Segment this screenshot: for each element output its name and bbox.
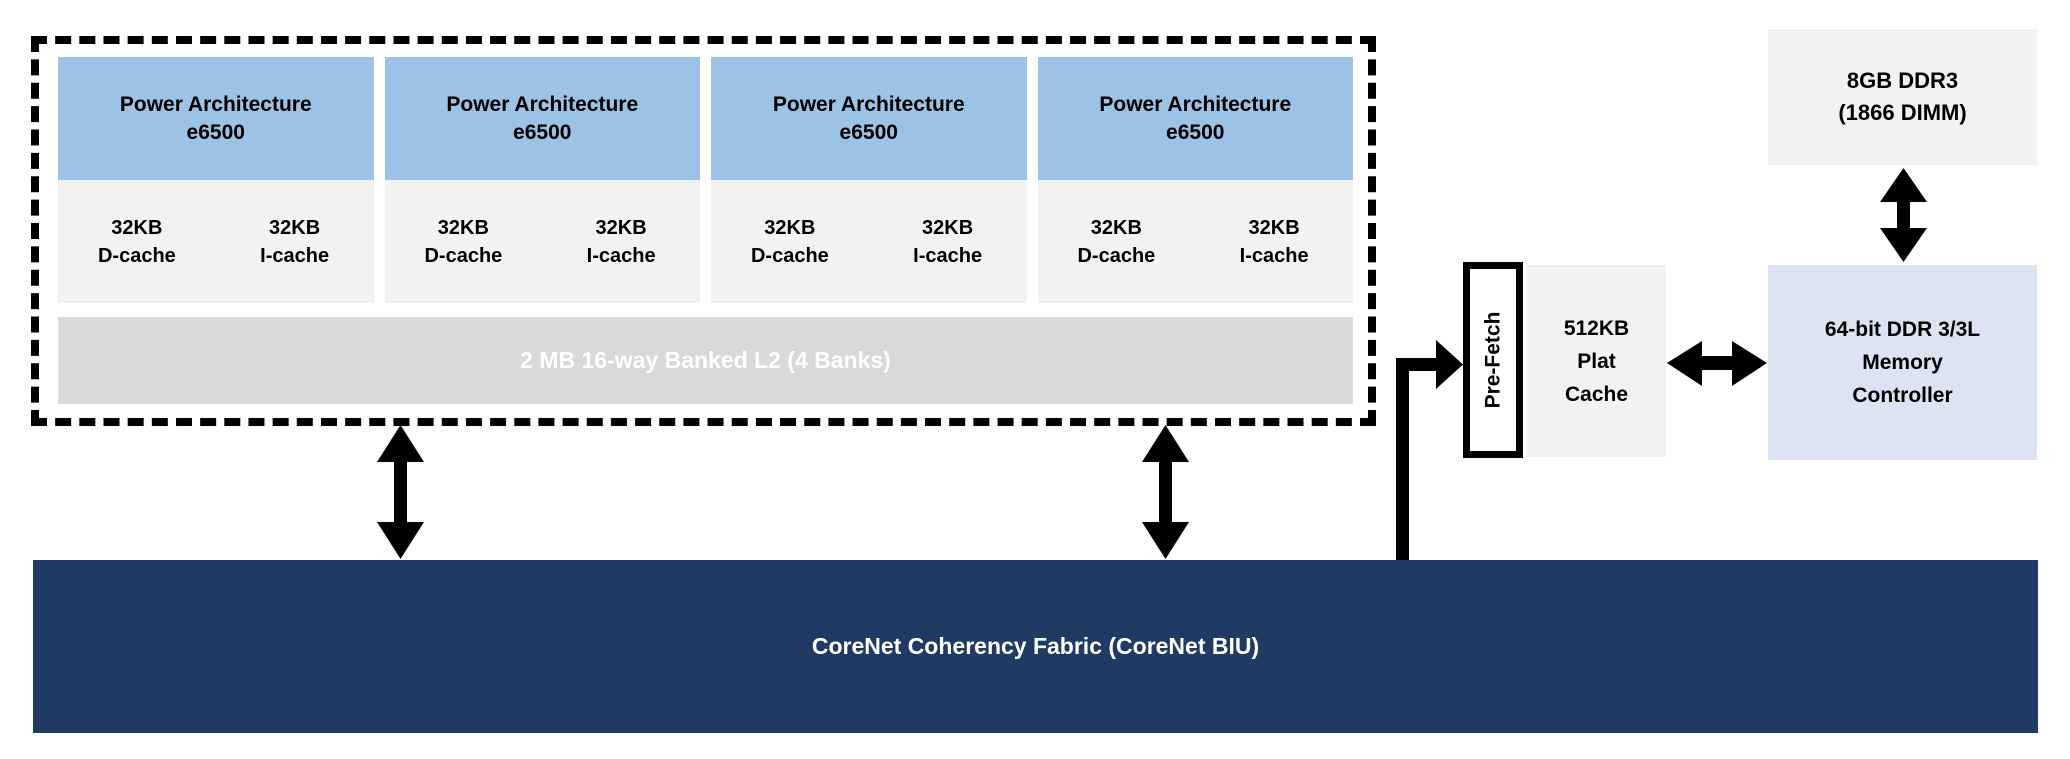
- memctrl-line2: Memory: [1862, 351, 1943, 374]
- prefetch-label: Pre-Fetch: [1481, 311, 1505, 409]
- core-caches: 32KB D-cache 32KB I-cache: [711, 180, 1027, 303]
- core-block: Power Architecture e6500 32KB D-cache 32…: [1037, 57, 1353, 303]
- arrow-cluster-fabric-left: [377, 425, 424, 559]
- core-title-line1: Power Architecture: [446, 92, 639, 116]
- icache-label: I-cache: [913, 244, 983, 267]
- icache-size: 32KB: [595, 216, 647, 239]
- core-block: Power Architecture e6500 32KB D-cache 32…: [384, 57, 700, 303]
- dcache-label: D-cache: [424, 244, 503, 267]
- core-cluster-dashed-border: [31, 36, 1376, 426]
- core-caches: 32KB D-cache 32KB I-cache: [58, 180, 374, 303]
- core-caches: 32KB D-cache 32KB I-cache: [1037, 180, 1353, 303]
- plat-cache-line2: Plat: [1577, 349, 1616, 373]
- memory-controller-box: 64-bit DDR 3/3L Memory Controller: [1768, 265, 2037, 460]
- core-title-line2: e6500: [839, 120, 898, 144]
- corenet-fabric-label: CoreNet Coherency Fabric (CoreNet BIU): [811, 633, 1260, 659]
- core-title: Power Architecture e6500: [711, 57, 1027, 180]
- core-title: Power Architecture e6500: [1037, 57, 1353, 180]
- icache-cell: 32KB I-cache: [542, 214, 700, 270]
- core-title-line1: Power Architecture: [1099, 92, 1292, 116]
- dcache-label: D-cache: [1077, 244, 1156, 267]
- arrow-cluster-fabric-right: [1142, 425, 1189, 559]
- core-caches: 32KB D-cache 32KB I-cache: [384, 180, 700, 303]
- icache-label: I-cache: [1239, 244, 1309, 267]
- plat-cache-size: 512KB: [1563, 316, 1630, 340]
- dcache-size: 32KB: [764, 216, 816, 239]
- dcache-cell: 32KB D-cache: [58, 214, 216, 270]
- core-title: Power Architecture e6500: [58, 57, 374, 180]
- connector-fabric-prefetch: [1396, 340, 1463, 560]
- corenet-fabric-bar: CoreNet Coherency Fabric (CoreNet BIU): [33, 560, 2038, 733]
- icache-size: 32KB: [922, 216, 974, 239]
- memctrl-line3: Controller: [1852, 384, 1953, 407]
- dram-box: 8GB DDR3 (1866 DIMM): [1768, 29, 2037, 165]
- dcache-label: D-cache: [97, 244, 176, 267]
- icache-label: I-cache: [586, 244, 656, 267]
- icache-cell: 32KB I-cache: [869, 214, 1027, 270]
- dcache-cell: 32KB D-cache: [385, 214, 543, 270]
- dcache-size: 32KB: [437, 216, 489, 239]
- icache-size: 32KB: [269, 216, 321, 239]
- plat-cache-line3: Cache: [1564, 382, 1629, 406]
- core-title-line2: e6500: [513, 120, 572, 144]
- dcache-cell: 32KB D-cache: [711, 214, 869, 270]
- dcache-cell: 32KB D-cache: [1038, 214, 1196, 270]
- core-title-line2: e6500: [1166, 120, 1225, 144]
- core-title-line1: Power Architecture: [119, 92, 312, 116]
- l2-cache-label: 2 MB 16-way Banked L2 (4 Banks): [520, 347, 891, 373]
- prefetch-box: Pre-Fetch: [1463, 262, 1523, 458]
- dcache-size: 32KB: [1090, 216, 1142, 239]
- icache-cell: 32KB I-cache: [216, 214, 374, 270]
- core-title-line1: Power Architecture: [772, 92, 965, 116]
- icache-size: 32KB: [1248, 216, 1300, 239]
- cores-row: Power Architecture e6500 32KB D-cache 32…: [58, 57, 1353, 303]
- icache-label: I-cache: [260, 244, 330, 267]
- dram-line1: 8GB DDR3: [1846, 68, 1959, 93]
- core-title-line2: e6500: [186, 120, 245, 144]
- dcache-label: D-cache: [750, 244, 829, 267]
- core-block: Power Architecture e6500 32KB D-cache 32…: [711, 57, 1027, 303]
- icache-cell: 32KB I-cache: [1195, 214, 1353, 270]
- arrow-platcache-memctrl: [1667, 341, 1767, 386]
- dram-line2: (1866 DIMM): [1838, 100, 1967, 125]
- dcache-size: 32KB: [111, 216, 163, 239]
- core-block: Power Architecture e6500 32KB D-cache 32…: [58, 57, 374, 303]
- memctrl-line1: 64-bit DDR 3/3L: [1824, 318, 1981, 341]
- core-title: Power Architecture e6500: [384, 57, 700, 180]
- arrow-memctrl-dram: [1880, 168, 1927, 262]
- platform-cache-box: 512KB Plat Cache: [1527, 265, 1666, 457]
- l2-cache-bar: 2 MB 16-way Banked L2 (4 Banks): [58, 317, 1353, 404]
